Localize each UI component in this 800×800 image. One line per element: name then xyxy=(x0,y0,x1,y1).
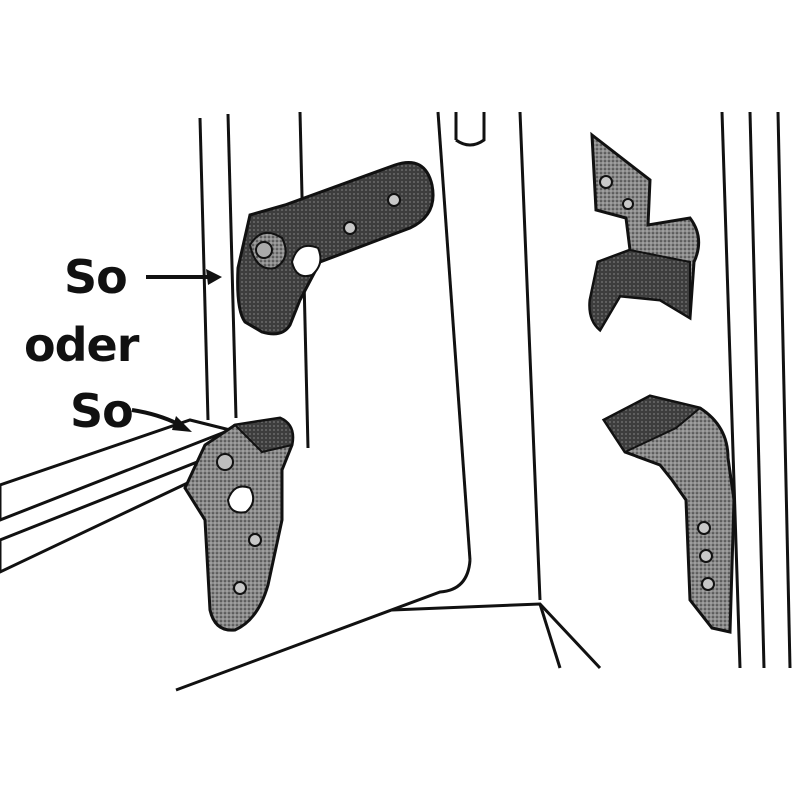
arrow-bottom xyxy=(131,408,192,432)
label-so-top: So xyxy=(64,250,128,304)
hinge-top-left xyxy=(236,161,435,336)
cabinet-frame-right xyxy=(720,111,792,669)
clip-top-right xyxy=(588,131,701,333)
clip-bottom-right xyxy=(601,394,736,634)
hinge-bottom-left xyxy=(183,416,295,632)
label-oder: oder xyxy=(24,318,139,372)
cabinet-floor xyxy=(391,602,602,670)
label-so-bottom: So xyxy=(70,384,134,438)
arrow-top xyxy=(146,269,222,285)
